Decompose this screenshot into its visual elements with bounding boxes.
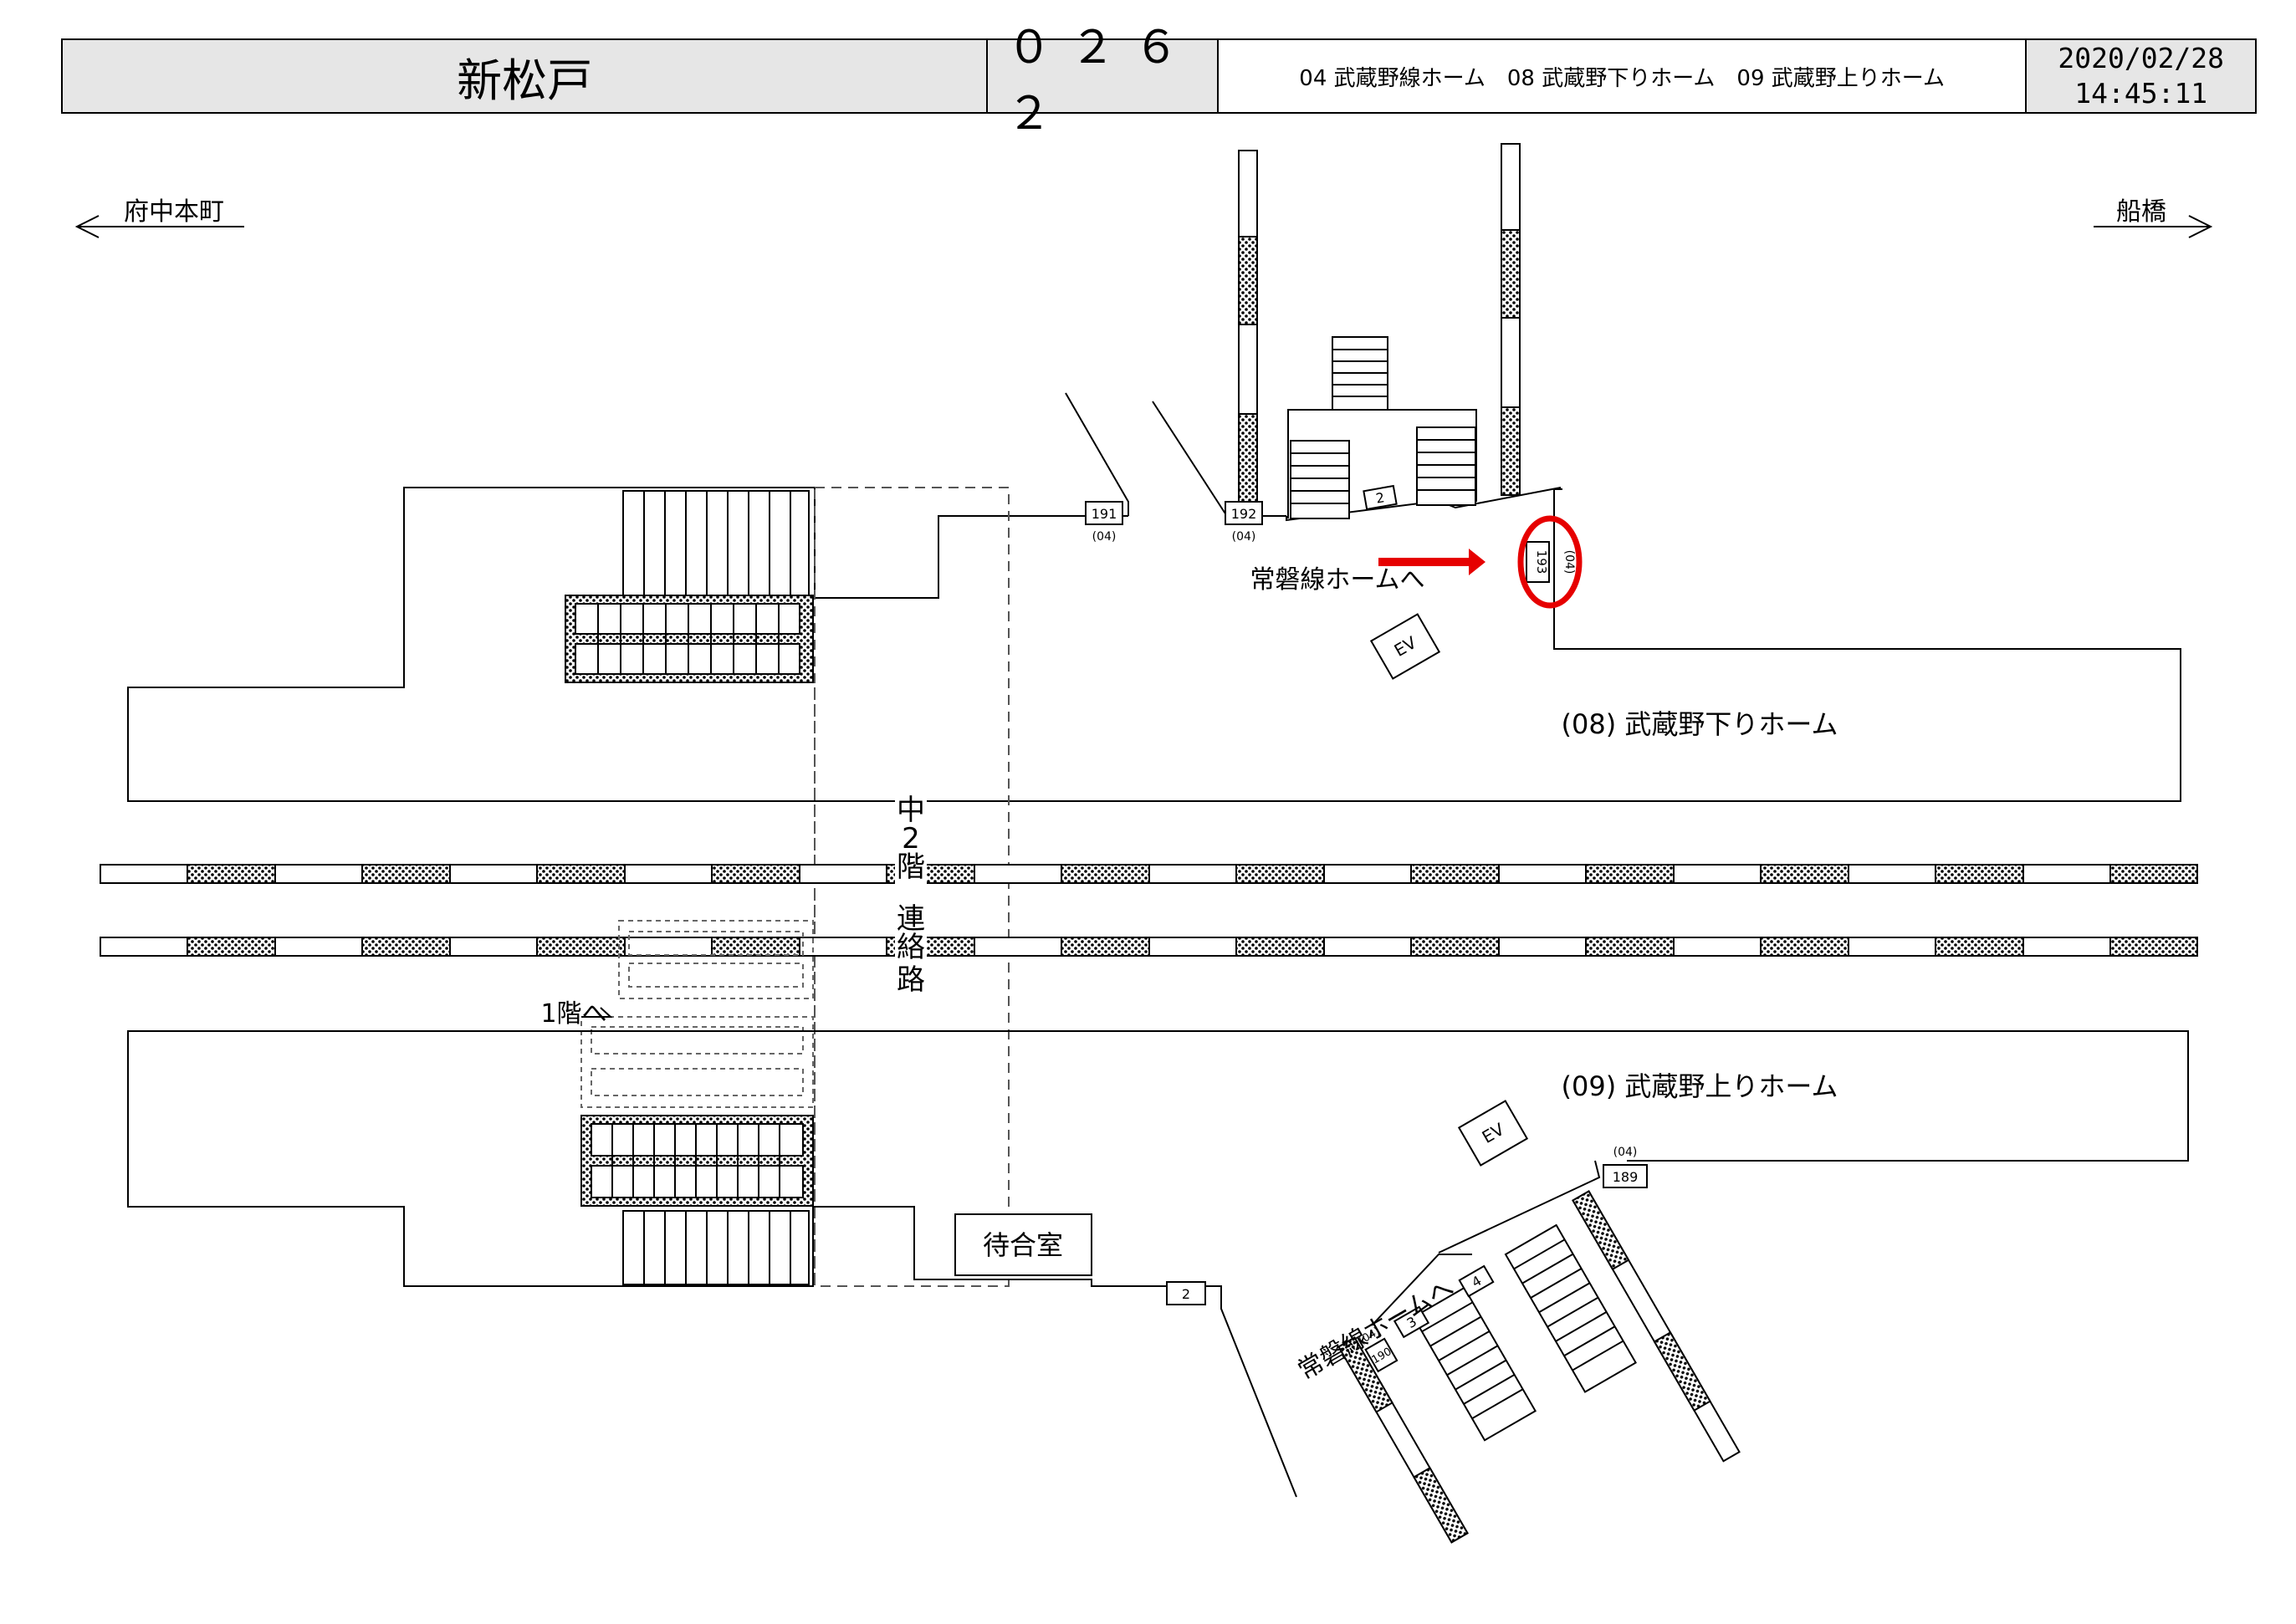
board-193: 193 (04) — [1526, 541, 1576, 583]
dashed-stair-lower — [580, 1016, 814, 1108]
board-4: 4 — [1458, 1264, 1495, 1298]
platform-08-outline — [127, 487, 2181, 802]
upper-stair-block — [1287, 336, 1477, 519]
stair-upper-left — [622, 490, 810, 596]
svg-text:(04): (04) — [1562, 550, 1576, 575]
escalator-upper-left — [565, 595, 814, 683]
stair-lower-left — [622, 1210, 810, 1285]
direction-left: 府中本町 — [74, 197, 244, 238]
svg-text:2: 2 — [1374, 489, 1385, 506]
station-name: 新松戸 — [63, 40, 989, 112]
svg-text:絡: 絡 — [897, 931, 925, 964]
svg-text:中: 中 — [897, 794, 925, 827]
svg-text:2: 2 — [902, 822, 920, 855]
svg-text:(04): (04) — [1613, 1146, 1638, 1159]
platform-09-label: (09) 武蔵野上りホーム — [1562, 1070, 1838, 1102]
board-190: 190 (04) — [1357, 1325, 1399, 1373]
board-2-upper: 2 — [1363, 484, 1398, 511]
dashed-stair-upper — [618, 920, 814, 999]
track-1 — [100, 864, 2198, 884]
svg-text:階: 階 — [897, 850, 925, 884]
datetime: 2020/02/28 14:45:11 — [2027, 40, 2255, 112]
highlight-circle — [1517, 515, 1583, 609]
diag-stair-b — [1504, 1223, 1637, 1393]
svg-text:路: 路 — [897, 963, 925, 997]
date-text: 2020/02/28 — [2058, 42, 2225, 74]
svg-text:192: 192 — [1231, 506, 1257, 522]
time-text: 14:45:11 — [2074, 77, 2208, 110]
red-arrow — [1378, 549, 1485, 575]
svg-text:189: 189 — [1613, 1169, 1639, 1185]
track-2 — [100, 937, 2198, 957]
diag-stair-a — [1412, 1286, 1537, 1442]
track-stub-b — [1501, 143, 1521, 496]
board-2-lower: 2 — [1166, 1281, 1206, 1305]
diag-stub-left — [1337, 1336, 1469, 1544]
svg-text:連: 連 — [897, 902, 925, 936]
direction-left-label: 府中本町 — [124, 197, 224, 227]
board-192: 192 (04) — [1225, 501, 1263, 544]
svg-text:2: 2 — [1182, 1286, 1190, 1302]
board-191: 191 (04) — [1085, 501, 1123, 544]
ev-upper: EV — [1369, 613, 1441, 680]
direction-right-label: 船橋 — [2116, 197, 2166, 227]
diag-stub-right — [1572, 1190, 1741, 1463]
mezzanine-outline — [814, 487, 1010, 1287]
waiting-room-label: 待合室 — [983, 1229, 1063, 1261]
waiting-room: 待合室 — [954, 1213, 1092, 1276]
escalator-lower-left — [580, 1115, 814, 1207]
passage-label: 中 2 階 連 絡 通 路 — [895, 794, 927, 997]
platform-list: 04 武蔵野線ホーム 08 武蔵野下りホーム 09 武蔵野上りホーム — [1219, 40, 2028, 112]
direction-right: 船橋 — [2094, 197, 2213, 238]
svg-text:(04): (04) — [1092, 530, 1117, 544]
platform-08-label: (08) 武蔵野下りホーム — [1562, 708, 1838, 740]
svg-text:193: 193 — [1534, 550, 1549, 575]
to-first-floor-label: 1階へ — [540, 999, 606, 1029]
board-3: 3 — [1393, 1305, 1430, 1339]
joban-label-upper: 常磐線ホームへ — [1250, 565, 1424, 595]
track-stub-a — [1238, 150, 1258, 503]
board-189: 189 (04) — [1603, 1146, 1648, 1188]
svg-text:191: 191 — [1092, 506, 1117, 522]
ev-lower: EV — [1457, 1100, 1529, 1167]
svg-text:(04): (04) — [1232, 530, 1256, 544]
